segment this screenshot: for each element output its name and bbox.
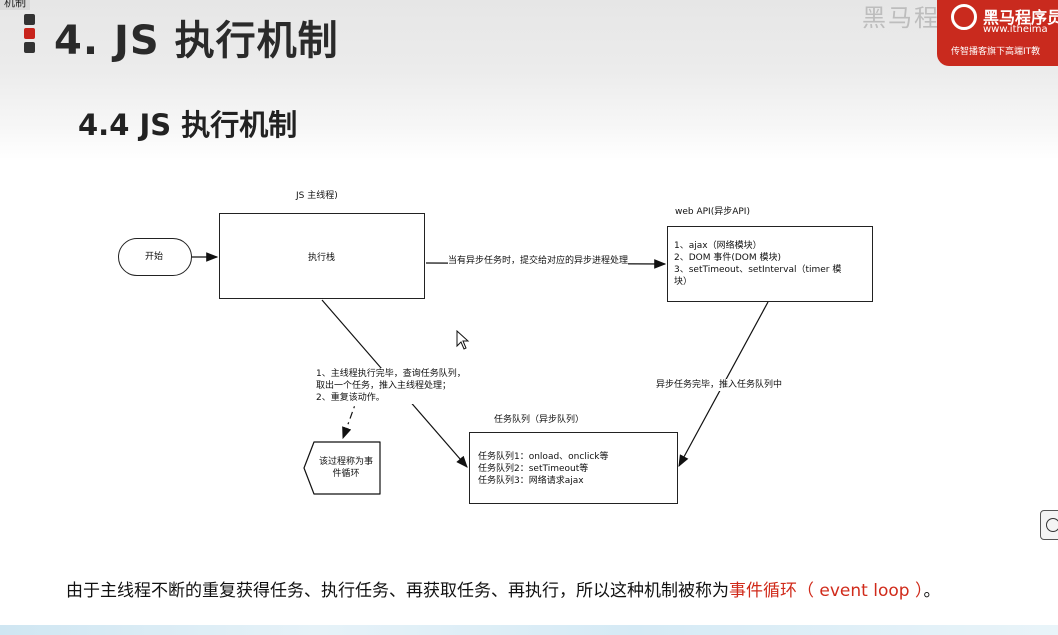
async-submit-label: 当有异步任务时，提交给对应的异步进程处理 [448,255,629,267]
webapi-list: 1、ajax（网络模块） 2、DOM 事件(DOM 模块) 3、setTimeo… [674,240,841,288]
start-node: 开始 [118,238,192,276]
event-loop-label: 该过程称为事 件循环 [312,456,380,480]
summary-end: 。 [923,581,941,601]
loop-step: 1、主线程执行完毕，查询任务队列， [316,369,466,379]
queue-title: 任务队列（异步队列） [494,415,585,425]
header-band [0,0,1058,160]
webapi-box: 1、ajax（网络模块） 2、DOM 事件(DOM 模块) 3、setTimeo… [667,226,873,302]
main-thread-label: JS 主线程) [296,191,338,201]
webapi-item: 2、DOM 事件(DOM 模块) [674,253,782,263]
arrow-dashed-event-loop [342,379,365,440]
summary-highlight: 事件循环（ event loop ） [729,581,924,601]
title-bullet-icon [24,14,36,54]
summary-main: 由于主线程不断的重复获得任务、执行任务、再获取任务、再执行，所以这种机制被称为 [66,581,729,601]
loop-steps-text: 1、主线程执行完毕，查询任务队列， 取出一个任务，推入主线程处理； 2、重复该动… [316,368,466,404]
queue-list: 任务队列1：onload、onclick等 任务队列2：setTimeout等 … [478,451,609,487]
webapi-title: web API(异步API) [675,207,750,217]
logo-circle-icon [951,4,977,30]
page-title: 4. JS 执行机制 [54,18,339,64]
logo-url: www.itheima [983,24,1048,35]
webapi-item: 3、setTimeout、setInterval（timer 模 [674,265,842,275]
event-loop-shape [303,441,381,495]
loop-step: 2、重复该动作。 [316,393,385,403]
webapi-item: 块） [674,277,693,287]
queue-item: 任务队列3：网络请求ajax [478,476,584,486]
async-done-label: 异步任务完毕，推入任务队列中 [656,379,783,391]
side-tool-icon[interactable] [1040,510,1058,540]
bottom-decoration [0,625,1058,635]
event-loop-line: 该过程称为事 [318,457,373,467]
logo-name: 黑马程序员 [983,8,1058,27]
logo-slogan: 传智播客旗下高端IT教 [951,47,1041,57]
corner-label: 机制 [0,0,30,10]
mouse-cursor-icon [456,330,470,350]
queue-item: 任务队列1：onload、onclick等 [478,452,609,462]
webapi-item: 1、ajax（网络模块） [674,241,762,251]
loop-step: 取出一个任务，推入主线程处理； [316,381,452,391]
event-loop-line: 件循环 [332,469,360,479]
start-label: 开始 [145,252,164,262]
task-queue-box: 任务队列1：onload、onclick等 任务队列2：setTimeout等 … [469,432,678,504]
summary-text: 由于主线程不断的重复获得任务、执行任务、再获取任务、再执行，所以这种机制被称为事… [66,576,940,601]
execution-stack-box: 执行栈 [219,213,425,299]
section-title: 4.4 JS 执行机制 [78,108,298,142]
queue-item: 任务队列2：setTimeout等 [478,464,589,474]
brand-logo: 黑马程序员 www.itheima 传智播客旗下高端IT教 [937,0,1058,66]
execution-stack-label: 执行栈 [308,253,336,263]
